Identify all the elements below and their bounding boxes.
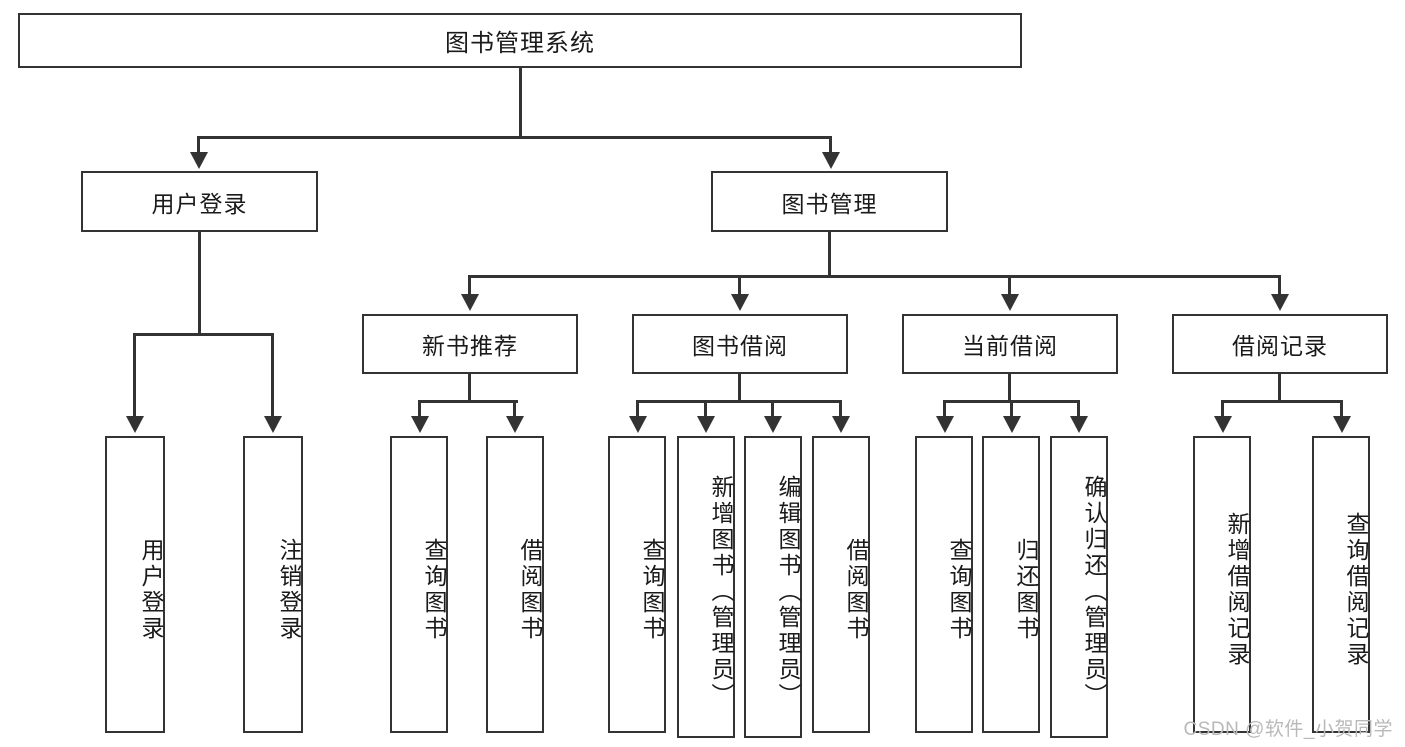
connector-book-borrow-stem [738, 374, 741, 402]
connector-user-login-to-leaf-1 [133, 333, 136, 418]
connector-borrow-record-stem [1278, 374, 1281, 402]
leaf-user-login-logout[interactable]: 注销登录 [243, 436, 303, 733]
arrow-current-borrow-to-leaf-1 [936, 416, 954, 433]
connector-book-borrow-to-leaf-1 [636, 400, 639, 418]
connector-book-mgmt-to-new-book [468, 275, 471, 297]
connector-root-to-user-login [197, 136, 200, 155]
leaf-current-borrow-query-book[interactable]: 查询图书 [915, 436, 973, 733]
connector-root-to-book-mgmt [829, 136, 832, 155]
arrow-user-login-to-leaf-2 [264, 416, 282, 433]
node-book-borrow[interactable]: 图书借阅 [632, 314, 848, 374]
arrow-book-borrow-to-leaf-1 [629, 416, 647, 433]
arrow-current-borrow-to-leaf-2 [1003, 416, 1021, 433]
connector-borrow-record-to-leaf-1 [1221, 400, 1224, 418]
connector-book-mgmt-to-book-borrow [738, 275, 741, 297]
leaf-new-book-borrow-book[interactable]: 借阅图书 [486, 436, 544, 733]
connector-user-login-stem [198, 232, 201, 335]
connector-user-login-to-leaf-2 [271, 333, 274, 418]
connector-new-book-stem [468, 374, 471, 402]
leaf-borrow-record-add-record[interactable]: 新增借阅记录 [1193, 436, 1251, 733]
connector-book-borrow-to-leaf-3 [771, 400, 774, 418]
leaf-book-borrow-add-book-admin[interactable]: 新增图书（管理员） [677, 436, 735, 738]
node-current-borrow[interactable]: 当前借阅 [902, 314, 1118, 374]
arrow-book-borrow-to-leaf-3 [764, 416, 782, 433]
node-borrow-record[interactable]: 借阅记录 [1172, 314, 1388, 374]
connector-book-mgmt-bus [468, 275, 1281, 278]
node-root-system[interactable]: 图书管理系统 [18, 13, 1022, 68]
arrow-book-borrow-to-leaf-2 [697, 416, 715, 433]
connector-new-book-to-leaf-1 [418, 400, 421, 418]
connector-book-mgmt-to-borrow-record [1278, 275, 1281, 297]
arrow-root-to-user-login [190, 152, 208, 169]
leaf-book-borrow-borrow-book[interactable]: 借阅图书 [812, 436, 870, 733]
arrow-book-mgmt-to-borrow-record [1271, 294, 1289, 311]
connector-current-borrow-to-leaf-1 [943, 400, 946, 418]
node-user-login[interactable]: 用户登录 [81, 171, 318, 232]
connector-book-mgmt-stem [828, 232, 831, 277]
arrow-user-login-to-leaf-1 [126, 416, 144, 433]
connector-book-mgmt-to-current-borrow [1008, 275, 1011, 297]
arrow-root-to-book-mgmt [822, 152, 840, 169]
leaf-book-borrow-edit-book-admin[interactable]: 编辑图书（管理员） [744, 436, 802, 738]
connector-root-bus [197, 136, 832, 139]
connector-new-book-bus [418, 400, 518, 403]
arrow-borrow-record-to-leaf-2 [1333, 416, 1351, 433]
connector-borrow-record-to-leaf-2 [1340, 400, 1343, 418]
arrow-new-book-to-leaf-1 [411, 416, 429, 433]
connector-current-borrow-to-leaf-3 [1077, 400, 1080, 418]
node-book-management[interactable]: 图书管理 [711, 171, 948, 232]
leaf-current-borrow-return-book[interactable]: 归还图书 [982, 436, 1040, 733]
connector-borrow-record-bus [1221, 400, 1342, 403]
arrow-book-mgmt-to-new-book [461, 294, 479, 311]
leaf-current-borrow-confirm-return-admin[interactable]: 确认归还（管理员） [1050, 436, 1108, 738]
connector-current-borrow-to-leaf-2 [1010, 400, 1013, 418]
leaf-book-borrow-query-book[interactable]: 查询图书 [608, 436, 666, 733]
leaf-user-login-login[interactable]: 用户登录 [105, 436, 165, 733]
watermark-text: CSDN @软件_小贺同学 [1183, 719, 1393, 740]
leaf-borrow-record-query-record[interactable]: 查询借阅记录 [1312, 436, 1370, 733]
connector-current-borrow-stem [1008, 374, 1011, 402]
connector-user-login-bus [133, 333, 273, 336]
arrow-new-book-to-leaf-2 [506, 416, 524, 433]
node-new-book-recommend[interactable]: 新书推荐 [362, 314, 578, 374]
arrow-book-mgmt-to-current-borrow [1001, 294, 1019, 311]
connector-book-borrow-to-leaf-4 [839, 400, 842, 418]
leaf-new-book-query-book[interactable]: 查询图书 [390, 436, 448, 733]
arrow-current-borrow-to-leaf-3 [1070, 416, 1088, 433]
arrow-borrow-record-to-leaf-1 [1214, 416, 1232, 433]
connector-new-book-to-leaf-2 [513, 400, 516, 418]
connector-root-stem [519, 68, 522, 138]
arrow-book-borrow-to-leaf-4 [832, 416, 850, 433]
arrow-book-mgmt-to-book-borrow [731, 294, 749, 311]
connector-book-borrow-bus [636, 400, 841, 403]
connector-book-borrow-to-leaf-2 [704, 400, 707, 418]
